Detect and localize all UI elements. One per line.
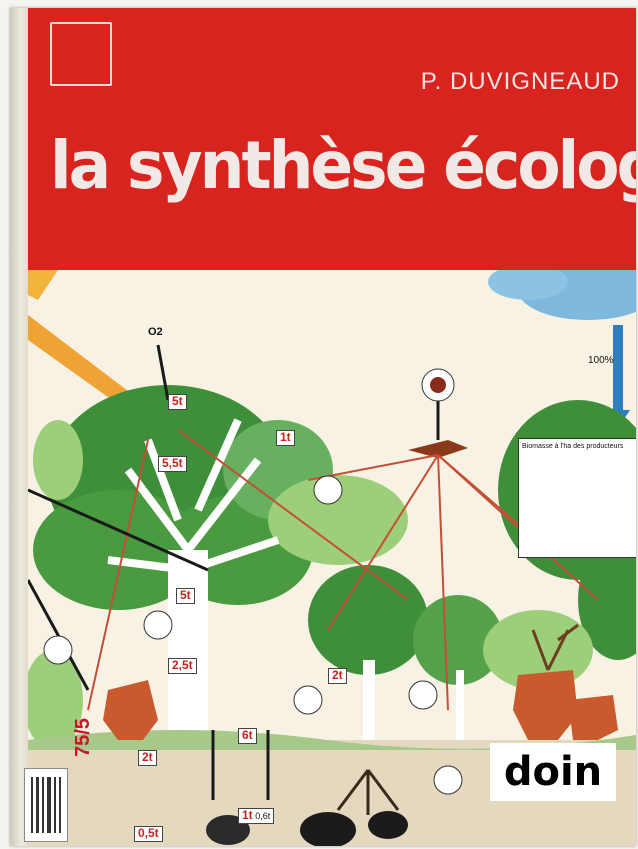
- label-5t-trunk: 5t: [176, 588, 195, 604]
- label-precipitation: 100%: [588, 355, 614, 366]
- label-0-5t: 0,5t: [134, 826, 163, 842]
- book-title: la synthèse écologique: [50, 126, 636, 204]
- label-1t-bottom: 1t 0,6t: [238, 808, 275, 824]
- sticker-outline: [50, 22, 112, 86]
- label-1t: 1t: [276, 430, 295, 446]
- label-o2: O2: [148, 326, 163, 338]
- label-2-5t: 2,5t: [168, 658, 197, 674]
- book-cover: P. DUVIGNEAUD la synthèse écologique: [10, 8, 636, 846]
- label-5t-top: 5t: [168, 394, 187, 410]
- title-band: [28, 8, 636, 270]
- biomass-panel: Biomasse à l'ha des producteurs: [518, 438, 636, 558]
- biomass-panel-title: Biomasse à l'ha des producteurs: [522, 443, 624, 450]
- label-2t-left: 2t: [138, 750, 157, 766]
- library-spine-label: 75/5: [72, 718, 94, 758]
- author-name: P. DUVIGNEAUD: [420, 68, 620, 95]
- publisher-logo: doin: [490, 743, 616, 801]
- label-5-5t: 5,5t: [158, 456, 187, 472]
- barcode-sticker: [24, 768, 68, 842]
- label-6t: 6t: [238, 728, 257, 744]
- book-spine: [10, 8, 28, 846]
- label-2t-mid: 2t: [328, 668, 347, 684]
